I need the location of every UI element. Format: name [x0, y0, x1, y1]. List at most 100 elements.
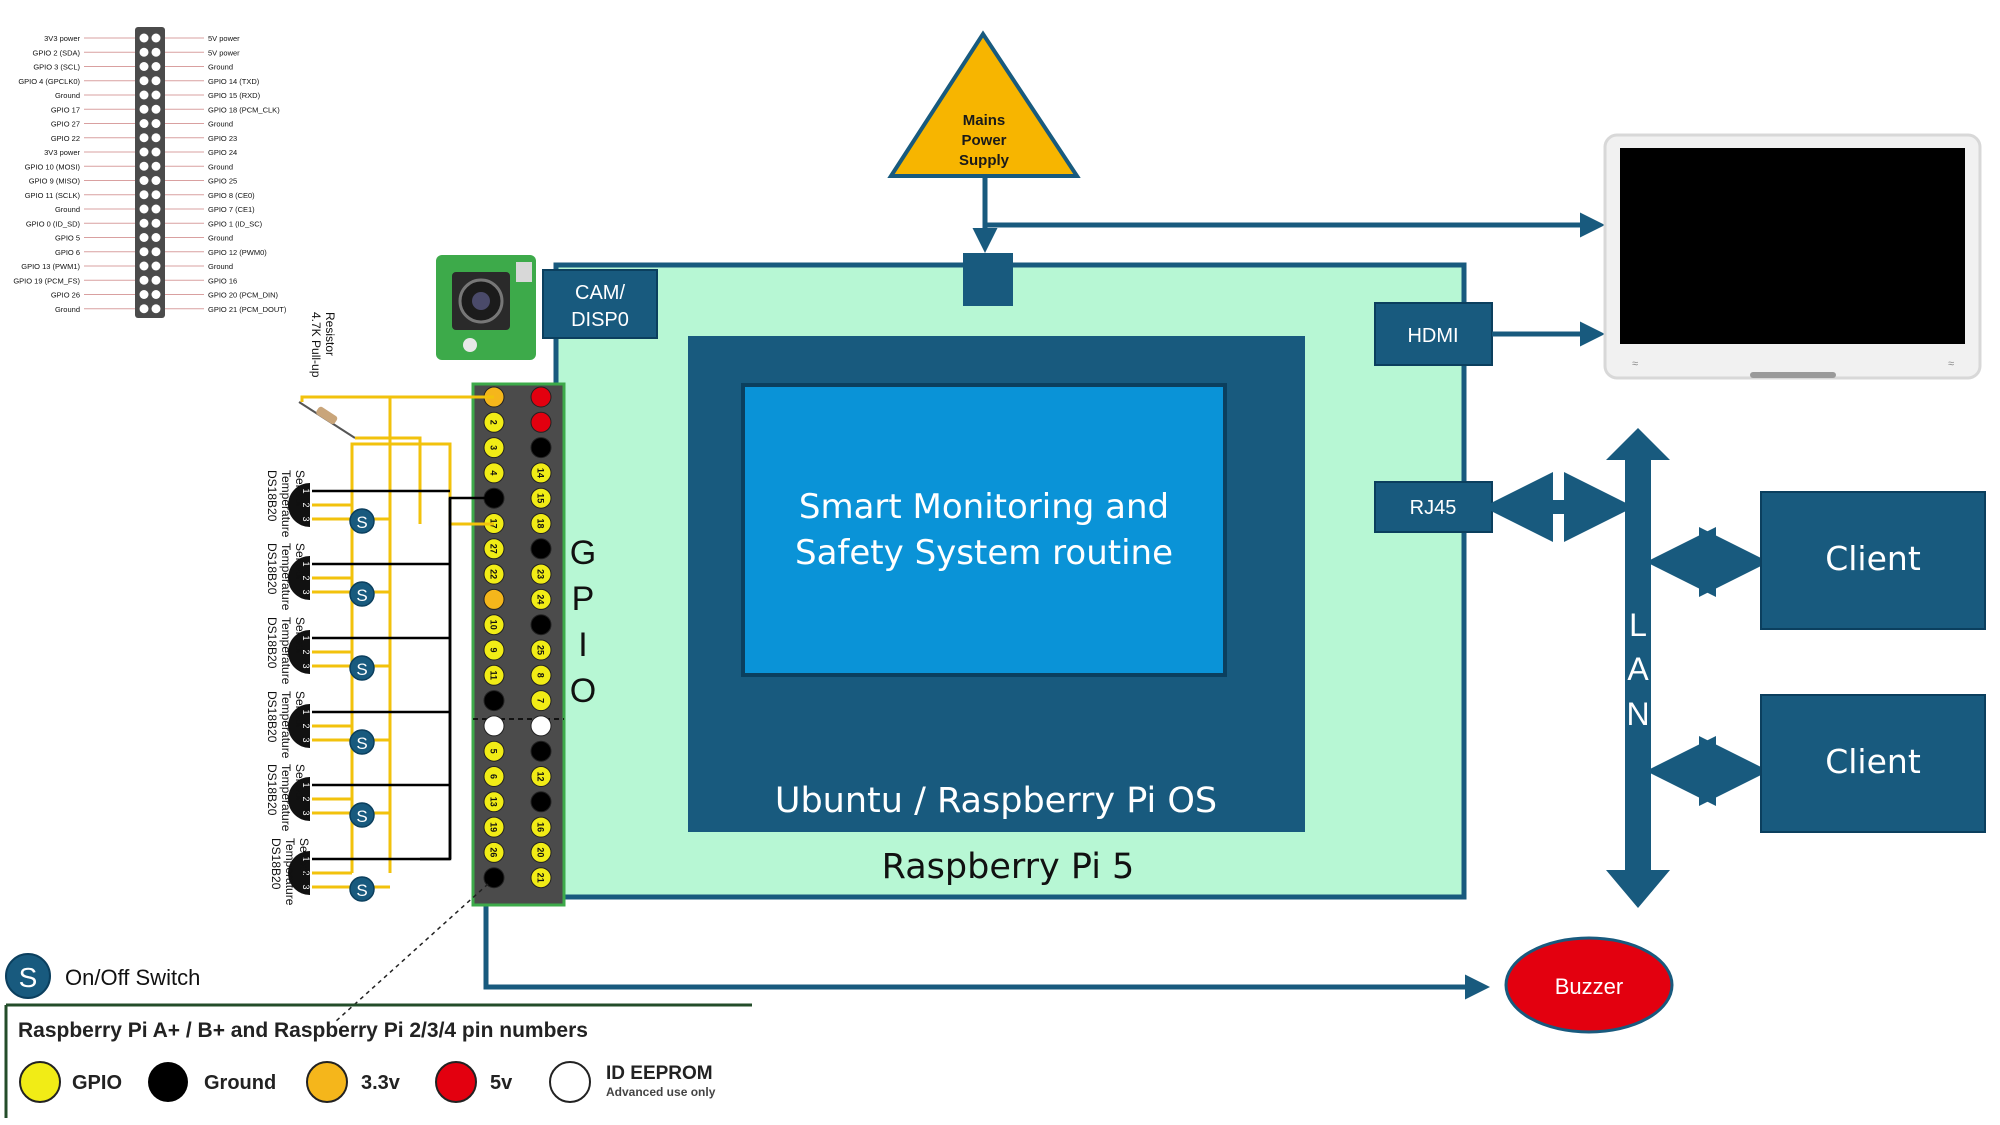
header-pin	[483, 867, 505, 889]
mains-label-2: Power	[961, 132, 1006, 149]
header-pin	[530, 563, 552, 585]
resistor-label-1: 4.7K Pull-up	[309, 312, 323, 378]
pinout-pin	[151, 90, 161, 100]
header-pin-number: 4	[489, 470, 499, 475]
sensor-pin-number: 1	[301, 561, 311, 566]
pinout-label-right: GPIO 25	[208, 177, 237, 186]
pinout-pin	[151, 190, 161, 200]
pinout-label-right: Ground	[208, 234, 233, 243]
header-pin	[530, 411, 552, 433]
legend-gpio-dot	[19, 1061, 61, 1103]
pinout-header	[135, 27, 165, 318]
sensor-pin-number: 1	[301, 782, 311, 787]
pinout-label-right: GPIO 8 (CE0)	[208, 191, 255, 200]
header-pin	[530, 614, 552, 636]
pinout-label-left: GPIO 22	[51, 134, 80, 143]
pinout-pin	[139, 47, 149, 57]
pinout-pin	[139, 290, 149, 299]
cam-disp0-port	[542, 269, 658, 339]
power-port	[963, 253, 1013, 306]
pinout-pin	[139, 33, 149, 43]
pinout-pin	[151, 62, 161, 71]
header-pin	[530, 639, 552, 661]
header-pin-number: 11	[489, 671, 499, 681]
pinout-label-right: GPIO 18 (PCM_CLK)	[208, 105, 280, 114]
pinout-pin	[139, 133, 149, 143]
legend-33v: 3.3v	[361, 1072, 401, 1094]
resistor-label: 4.7K Pull-up Resistor	[309, 312, 337, 378]
pinout-label-right: 5V power	[208, 48, 240, 57]
sensor-label-line: DS18B20	[265, 617, 279, 669]
legend-5v-dot	[435, 1061, 477, 1103]
camera-module	[436, 255, 536, 360]
header-pin-number: 25	[536, 645, 546, 655]
sensor-pin-number: 3	[301, 737, 311, 742]
pinout-pin	[151, 233, 161, 242]
sensor-label-line: DS18B20	[265, 543, 279, 595]
gpio-header-pins: 2341727221091156131926141518232425871216…	[483, 386, 552, 889]
header-pin-number: 5	[489, 749, 499, 754]
pinout-pin	[151, 218, 161, 228]
sensor-pin-number: 3	[301, 589, 311, 594]
header-pin-number: 15	[536, 493, 546, 503]
routine-line-2: Safety System routine	[795, 533, 1173, 573]
sensor-dome	[288, 483, 310, 527]
pinout-pin	[139, 304, 149, 314]
pinout-pin	[139, 76, 149, 86]
pinout-label-right: GPIO 20 (PCM_DIN)	[208, 291, 279, 300]
header-pin	[530, 664, 552, 686]
legend-ground: Ground	[204, 1072, 276, 1094]
legend-leader	[334, 883, 489, 1023]
routine-line-1: Smart Monitoring and	[799, 487, 1169, 527]
header-pin	[483, 715, 505, 737]
legend-5v: 5v	[490, 1072, 513, 1094]
header-pin-number: 16	[536, 822, 546, 832]
pinout-pin	[151, 147, 161, 157]
pinout-label-right: GPIO 23	[208, 134, 237, 143]
header-pin-number: 27	[489, 544, 499, 554]
pinout-pin	[139, 147, 149, 157]
sensor-pin-number: 1	[301, 709, 311, 714]
pin-legend: Raspberry Pi A+ / B+ and Raspberry Pi 2/…	[4, 1003, 752, 1118]
pinout-label-left: GPIO 11 (SCLK)	[25, 191, 81, 200]
client-label-1: Client	[1825, 539, 1921, 578]
monitor: ≈ ≈	[1603, 133, 1982, 380]
pinout-pin	[139, 204, 149, 214]
header-pin	[530, 462, 552, 484]
sensor-dome	[288, 704, 310, 748]
pin-legend-title: Raspberry Pi A+ / B+ and Raspberry Pi 2/…	[18, 1019, 588, 1042]
buzzer	[1504, 936, 1674, 1034]
pinout-label-left: GPIO 26	[51, 291, 80, 300]
pinout-pin	[151, 104, 161, 114]
switch-icon	[349, 655, 375, 681]
header-pin	[483, 791, 505, 813]
header-pin-number: 13	[489, 797, 499, 807]
switch-legend-icon	[5, 953, 51, 999]
pinout-label-right: GPIO 21 (PCM_DOUT)	[208, 305, 287, 314]
gpio-letter-i: I	[578, 626, 587, 664]
rj45-port	[1374, 481, 1493, 533]
sensor-label-line: Temperature	[283, 838, 297, 906]
switch-symbol: S	[356, 660, 367, 679]
sensor-pin-number: 3	[301, 516, 311, 521]
switch-icon	[349, 581, 375, 607]
pinout-label-left: GPIO 13 (PWM1)	[21, 262, 80, 271]
header-pin-number: 20	[536, 847, 546, 857]
header-pin-number: 24	[536, 594, 546, 604]
pinout-label-right: Ground	[208, 63, 233, 72]
sensor-label-line: DS18B20	[265, 764, 279, 816]
sensor-label-line: DS18B20	[269, 838, 283, 890]
header-pin-number: 23	[536, 569, 546, 579]
header-pin	[483, 437, 505, 459]
rj45-label: RJ45	[1410, 497, 1457, 519]
mains-power-supply: Mains Power Supply	[887, 30, 1081, 178]
pinout-pin	[139, 275, 149, 285]
wire	[355, 436, 422, 524]
pinout-label-left: GPIO 19 (PCM_FS)	[13, 276, 80, 285]
pinout-pin	[139, 176, 149, 185]
svg-text:≈: ≈	[1948, 358, 1954, 370]
mains-label-1: Mains	[963, 112, 1006, 129]
